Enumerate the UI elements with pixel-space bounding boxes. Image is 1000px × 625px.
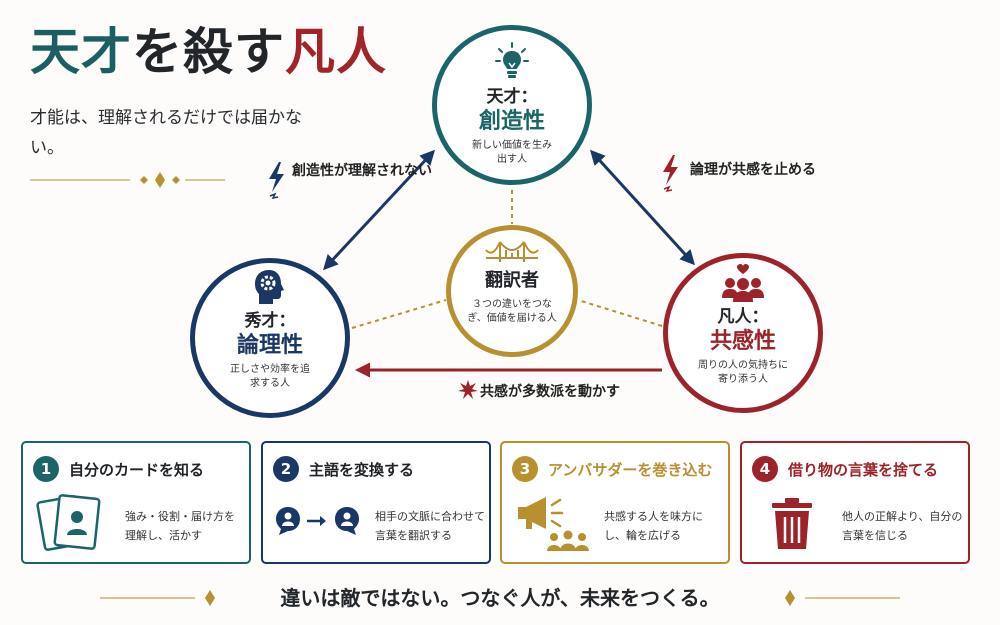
genius-desc: 新しい価値を生み出す人 [472,140,552,165]
step-desc: 相手の文脈に合わせて言葉を翻訳する [375,510,485,542]
step-card-3: 3 アンバサダーを巻き込む 共感する人を味方にし、輪を広げる [500,441,730,564]
edge-label-left: 創造性が理解されない [292,163,432,179]
people-heart-icon [722,264,764,302]
step-number-badge: 4 [752,456,778,482]
footer-ornament [100,590,900,606]
arrow-genius-bonjin [589,149,696,266]
lightning-icon [269,162,284,200]
step-number-badge: 3 [512,456,538,482]
shusai-title: 秀才： [244,311,296,331]
profile-cards-icon [36,494,101,551]
shusai-node: 秀才： 論理性 正しさや効率を追求する人 [190,258,350,418]
person-convert-icon [276,507,359,535]
step-number-badge: 1 [33,456,59,482]
arrow-genius-shusai [322,149,436,271]
step-desc: 他人の正解より、自分の言葉を信じる [842,510,963,542]
step-title: 主語を変換する [309,460,415,479]
ornament-divider [30,172,225,188]
bridge-icon [485,241,539,262]
edge-label-bottom: 共感が多数派を動かす [480,384,620,400]
page-title: 天才を殺す凡人 [30,22,387,81]
genius-key: 創造性 [478,109,545,134]
genius-node: 天才： 創造性 新しい価値を生み出す人 [432,25,592,185]
bonjin-key: 共感性 [709,329,776,354]
step-card-4: 4 借り物の言葉を捨てる 他人の正解より、自分の言葉を信じる [740,441,970,564]
edge-label-right: 論理が共感を止める [690,162,816,178]
dash-bonjin-translator [577,299,663,327]
translator-node: 翻訳者 ３つの違いをつなぎ、価値を届ける人 [446,225,578,357]
dash-shusai-translator [351,299,447,329]
shusai-key: 論理性 [236,333,303,358]
head-gear-icon [255,270,284,304]
step-desc: 共感する人を味方にし、輪を広げる [604,510,703,542]
bonjin-title: 凡人： [717,307,769,327]
shusai-desc: 正しさや効率を追求する人 [230,364,310,389]
lightning-icon [663,155,678,193]
step-card-1: 1 自分のカードを知る 強み・役割・届け方を理解し、活かす [21,441,251,564]
step-title: 借り物の言葉を捨てる [788,460,939,479]
footer-message: 違いは敵ではない。つなぐ人が、未来をつくる。 [280,586,720,610]
translator-title: 翻訳者 [485,270,539,291]
step-card-2: 2 主語を変換する 相手の文脈に合わせて言葉を翻訳する [261,441,491,564]
bonjin-desc: 周りの人の気持ちに寄り添う人 [698,360,788,385]
bonjin-node: 凡人： 共感性 周りの人の気持ちに寄り添う人 [663,253,823,413]
step-title: 自分のカードを知る [69,460,205,479]
subtitle: 才能は、理解されるだけでは届かない。 [30,108,302,158]
burst-icon [458,380,478,399]
step-desc: 強み・役割・届け方を理解し、活かす [125,510,235,542]
lightbulb-icon [495,42,529,78]
genius-title: 天才： [486,87,538,107]
trash-icon [772,498,812,549]
step-title: アンバサダーを巻き込む [548,460,713,479]
step-number-badge: 2 [273,456,299,482]
megaphone-icon [518,497,589,551]
translator-desc: ３つの違いをつなぎ、価値を届ける人 [467,299,557,324]
